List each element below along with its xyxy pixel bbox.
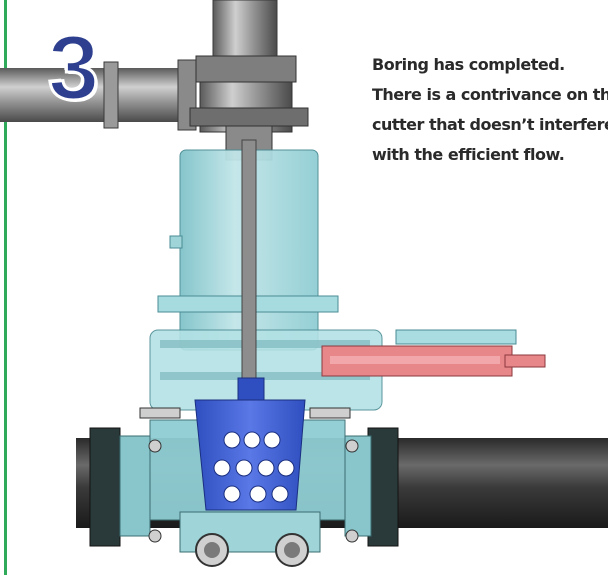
panel-border xyxy=(4,0,7,575)
pipe-flanges xyxy=(89,427,399,547)
caption-line: Boring has completed. xyxy=(372,55,565,74)
inlet-pipe xyxy=(0,59,197,131)
drive-shaft xyxy=(241,139,257,391)
step-caption: Boring has completed. There is a contriv… xyxy=(372,50,608,170)
cutter-head xyxy=(194,377,306,511)
step-number: 3 xyxy=(46,17,100,119)
flange-bolts xyxy=(139,407,359,543)
caption-line: cutter that doesn’t interfere xyxy=(372,115,608,134)
caption-line: with the efficient flow. xyxy=(372,145,565,164)
vertical-supply-pipe xyxy=(189,0,309,161)
drain-valves xyxy=(179,511,321,567)
caption-line: There is a contrivance on the xyxy=(372,85,608,104)
actuator-arm xyxy=(321,329,546,377)
